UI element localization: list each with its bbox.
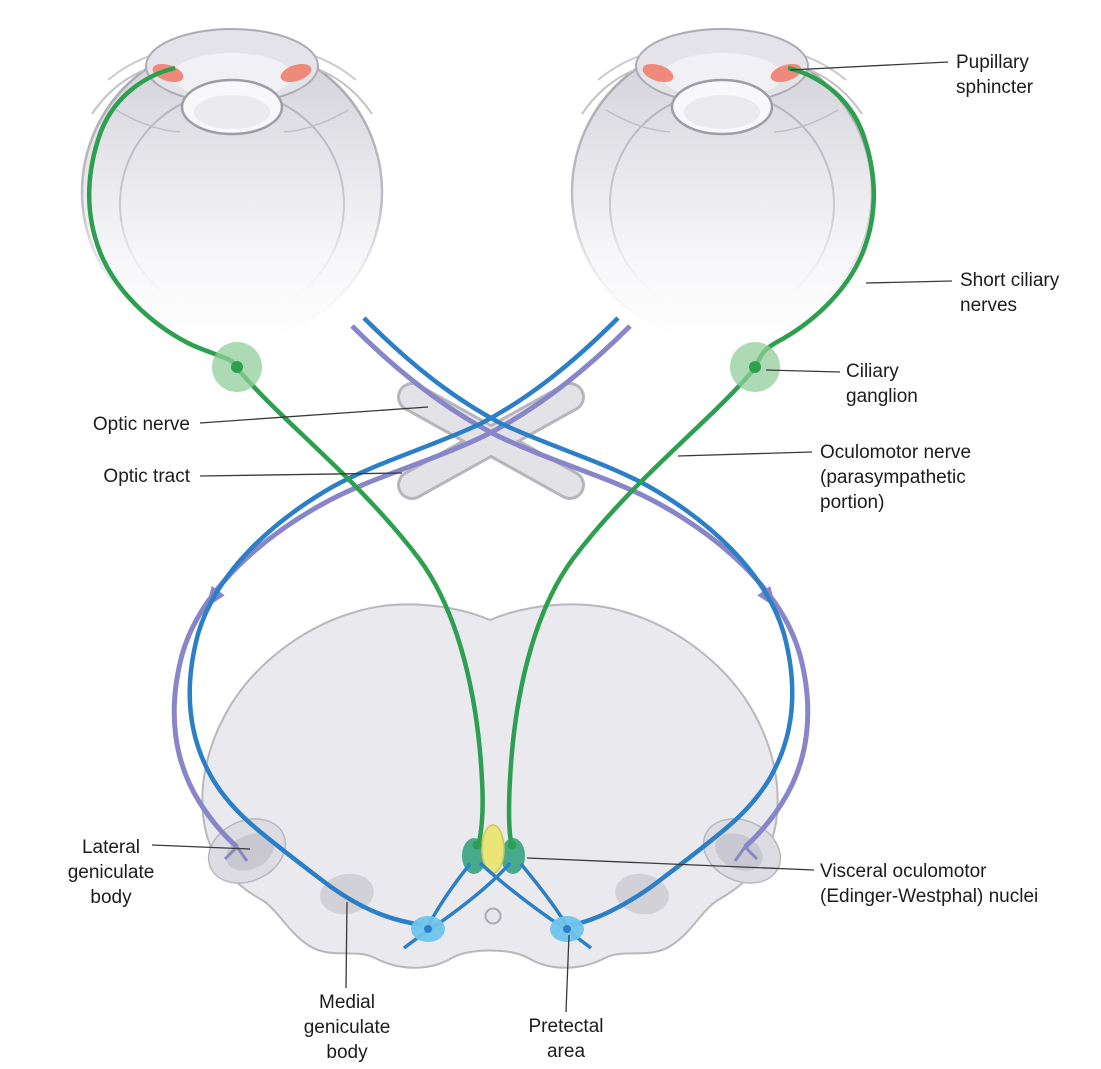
ciliary-ganglia bbox=[212, 342, 780, 850]
midbrain-cross-section bbox=[201, 603, 782, 969]
optic-fiber-left-to-right-lgb bbox=[350, 324, 811, 849]
label-lateral-geniculate-body: Lateral geniculate body bbox=[67, 837, 155, 908]
label-optic-tract: Optic tract bbox=[103, 466, 190, 487]
label-ciliary-ganglion: Ciliary ganglion bbox=[846, 361, 918, 407]
label-short-ciliary-nerves: Short ciliary nerves bbox=[960, 270, 1060, 316]
flow-direction-arrows bbox=[205, 586, 777, 608]
optic-pathway-purple bbox=[171, 324, 811, 862]
optic-fiber-right-to-left-lgb bbox=[171, 324, 632, 849]
pupillary-fiber-right bbox=[187, 316, 620, 928]
oculomotor-parasympathetic-left bbox=[235, 366, 485, 849]
short-ciliary-nerve-left bbox=[87, 65, 238, 367]
label-oculomotor-nerve: Oculomotor nerve (parasympathetic portio… bbox=[820, 442, 972, 513]
label-medial-geniculate-body: Medial geniculate body bbox=[303, 992, 391, 1063]
parasympathetic-pathway-green bbox=[87, 65, 876, 849]
right-eye-cross-section bbox=[570, 27, 874, 344]
label-pretectal-area: Pretectal area bbox=[528, 1016, 604, 1062]
optic-chiasm bbox=[397, 382, 585, 500]
label-pupillary-sphincter: Pupillary sphincter bbox=[956, 52, 1034, 98]
central-canal bbox=[484, 907, 502, 925]
oculomotor-parasympathetic-right bbox=[506, 366, 757, 849]
label-visceral-oculomotor-nuclei: Visceral oculomotor (Edinger-Westphal) n… bbox=[820, 861, 1039, 907]
pupillary-fiber-left bbox=[362, 316, 795, 928]
leader-lines bbox=[151, 61, 953, 1013]
label-optic-nerve: Optic nerve bbox=[92, 414, 190, 435]
short-ciliary-nerve-right bbox=[754, 65, 876, 367]
